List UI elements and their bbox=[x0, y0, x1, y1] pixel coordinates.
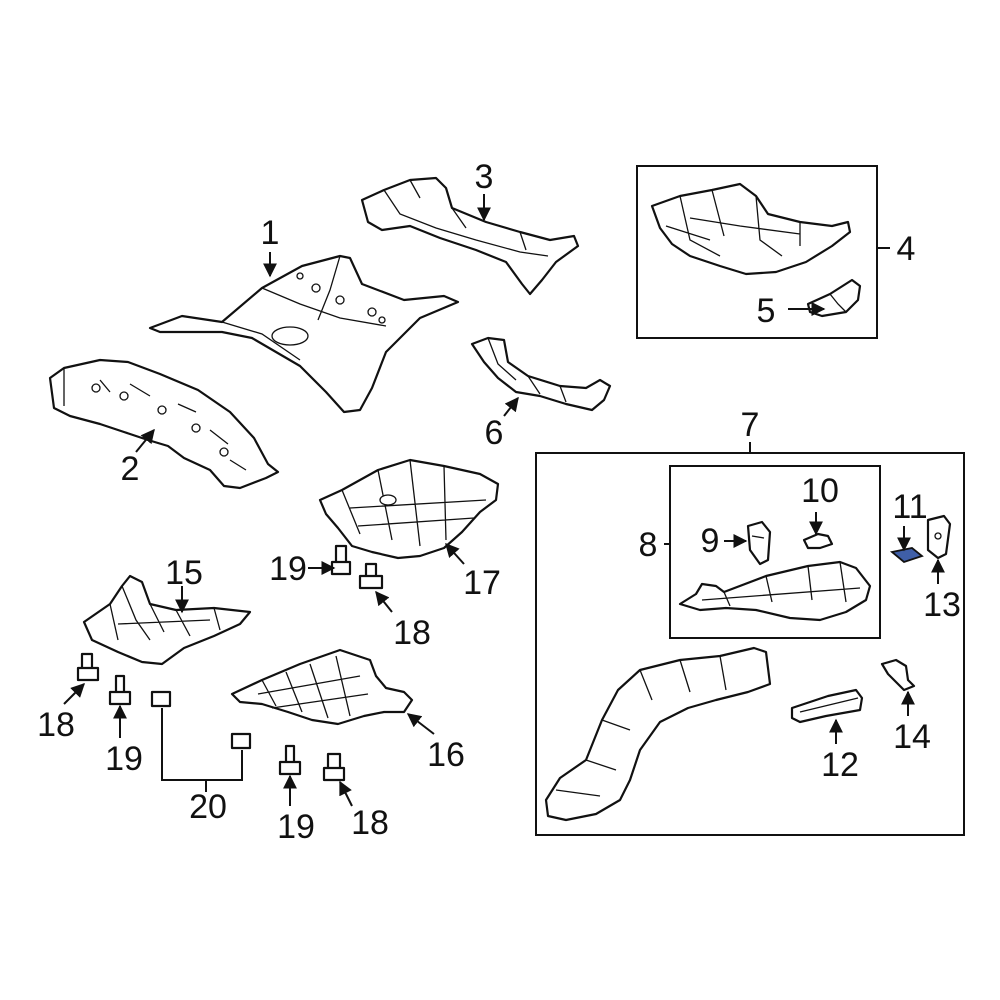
callout-13: 13 bbox=[923, 586, 961, 624]
fastener-19-bolt-c[interactable] bbox=[278, 744, 302, 776]
part-16-floor-panel[interactable] bbox=[230, 648, 414, 726]
part-2-rear-panel[interactable] bbox=[48, 358, 280, 490]
callout-10: 10 bbox=[801, 472, 839, 510]
callout-19-a: 19 bbox=[269, 550, 307, 588]
part-15-floor-panel[interactable] bbox=[82, 574, 252, 666]
fastener-18-clip-b[interactable] bbox=[76, 652, 100, 682]
callout-11: 11 bbox=[892, 488, 927, 526]
part-14-small-bracket[interactable] bbox=[880, 658, 916, 692]
callout-16: 16 bbox=[427, 736, 465, 774]
group-box-8 bbox=[669, 465, 881, 639]
part-8-floor-side-frame[interactable] bbox=[678, 560, 872, 622]
fastener-18-clip-c[interactable] bbox=[322, 752, 346, 782]
part-12-reinforcement[interactable] bbox=[790, 688, 864, 724]
callout-4: 4 bbox=[897, 230, 916, 268]
callout-18-a: 18 bbox=[393, 614, 431, 652]
callout-19-b: 19 bbox=[105, 740, 143, 778]
callout-3: 3 bbox=[475, 158, 494, 196]
callout-2: 2 bbox=[121, 450, 140, 488]
rear-frame-extension[interactable] bbox=[544, 646, 772, 822]
callout-18-b: 18 bbox=[37, 706, 75, 744]
callout-5: 5 bbox=[757, 292, 776, 330]
part-13-gusset[interactable] bbox=[926, 514, 952, 560]
group-box-4 bbox=[636, 165, 878, 339]
fastener-19-bolt-b[interactable] bbox=[108, 674, 132, 706]
leader-lines bbox=[63, 194, 945, 807]
callout-labels: 1 2 3 4 5 6 7 8 9 10 11 12 13 14 15 16 1… bbox=[37, 158, 961, 846]
part-3-crossmember[interactable] bbox=[360, 176, 580, 296]
callout-17: 17 bbox=[463, 564, 501, 602]
callout-9: 9 bbox=[701, 522, 720, 560]
part-5-bracket[interactable] bbox=[806, 278, 862, 318]
callout-14: 14 bbox=[893, 718, 931, 756]
callout-8: 8 bbox=[639, 526, 658, 564]
part-1-rear-floor-pan[interactable] bbox=[148, 254, 460, 414]
part-10-clip[interactable] bbox=[802, 532, 834, 550]
fastener-18-clip-a[interactable] bbox=[358, 562, 384, 590]
callout-1: 1 bbox=[261, 214, 280, 252]
fastener-20-nut-a[interactable] bbox=[150, 690, 172, 708]
callout-20: 20 bbox=[189, 788, 227, 826]
fastener-20-nut-b[interactable] bbox=[230, 732, 252, 750]
callout-18-c: 18 bbox=[351, 804, 389, 842]
callout-19-c: 19 bbox=[277, 808, 315, 846]
part-17-spare-tire-pan[interactable] bbox=[318, 458, 500, 560]
part-4-rear-floor-assembly[interactable] bbox=[650, 182, 852, 276]
part-6-rear-crossmember[interactable] bbox=[470, 336, 612, 412]
callout-7: 7 bbox=[741, 406, 760, 444]
fastener-19-bolt-a[interactable] bbox=[330, 544, 352, 576]
callout-12: 12 bbox=[821, 746, 859, 784]
callout-6: 6 bbox=[485, 414, 504, 452]
callout-15: 15 bbox=[165, 554, 203, 592]
part-9-bracket[interactable] bbox=[746, 520, 772, 566]
part-11-plate-highlighted[interactable] bbox=[889, 547, 924, 564]
